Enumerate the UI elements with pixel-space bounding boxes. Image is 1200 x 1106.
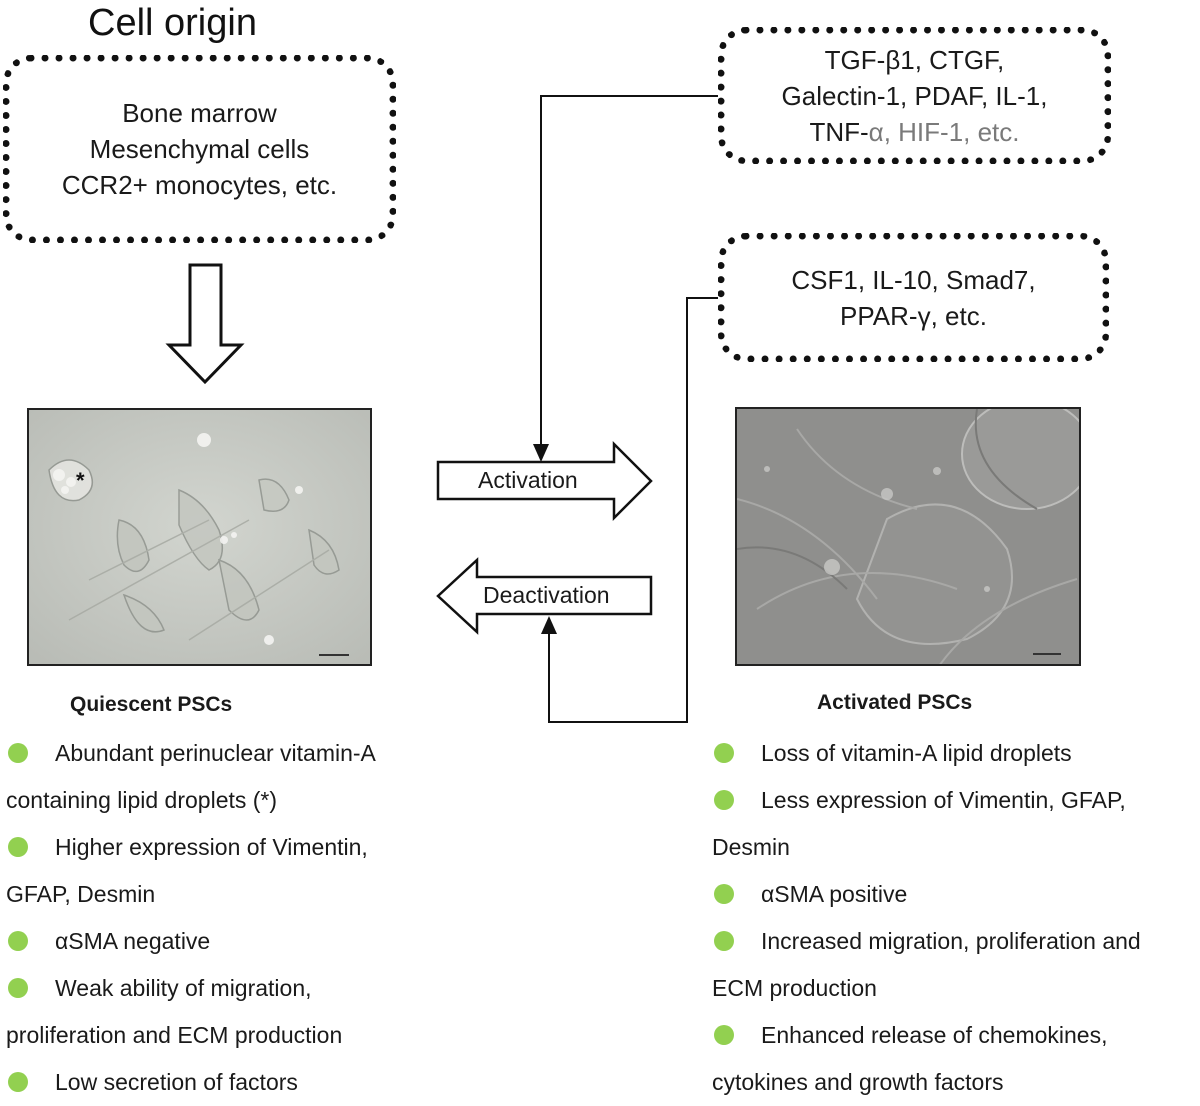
deactivation-arrow-icon — [436, 557, 653, 635]
green-bullet-icon — [714, 931, 734, 951]
deactivation-connector-arrowhead — [541, 616, 557, 634]
cell-origin-box: Bone marrow Mesenchymal cells CCR2+ mono… — [3, 55, 396, 243]
activated-cells-drawing — [737, 409, 1079, 664]
list-item: proliferation and ECM production — [0, 1012, 376, 1059]
list-item: Loss of vitamin-A lipid droplets — [706, 730, 1141, 777]
activation-factor-line: TNF-α, HIF-1, etc. — [782, 114, 1048, 150]
cell-origin-title: Cell origin — [88, 2, 257, 44]
activation-factor-line: TGF-β1, CTGF, — [824, 44, 1005, 75]
deactivation-factors-box: CSF1, IL-10, Smad7, PPAR-γ, etc. — [718, 233, 1109, 362]
feature-text: αSMA positive — [761, 881, 908, 907]
activation-factor-muted: α, HIF-1, etc. — [868, 116, 1020, 147]
feature-text: Increased migration, proliferation and — [761, 928, 1141, 954]
feature-text: Desmin — [712, 834, 790, 860]
green-bullet-icon — [714, 790, 734, 810]
feature-text: Weak ability of migration, — [55, 975, 312, 1001]
quiescent-features-list: Abundant perinuclear vitamin-A containin… — [0, 730, 376, 1106]
green-bullet-icon — [8, 931, 28, 951]
activated-scale-bar — [1033, 653, 1061, 655]
list-item: GFAP, Desmin — [0, 871, 376, 918]
green-bullet-icon — [8, 1072, 28, 1092]
activation-factor-line: Galectin-1, PDAF, IL-1, — [781, 80, 1048, 111]
feature-text: containing lipid droplets (*) — [6, 787, 278, 813]
list-item: cytokines and growth factors — [706, 1059, 1141, 1106]
activation-connector-line — [540, 95, 718, 447]
origin-line: CCR2+ monocytes, etc. — [61, 170, 338, 200]
list-item: Less expression of Vimentin, GFAP, — [706, 777, 1141, 824]
list-item: Enhanced release of chemokines, — [706, 1012, 1141, 1059]
activated-psc-label: Activated PSCs — [817, 691, 973, 714]
quiescent-cells-drawing — [29, 410, 370, 664]
activation-arrow-icon — [436, 440, 653, 522]
quiescent-scale-bar — [319, 654, 349, 656]
lipid-droplet-marker: * — [76, 468, 85, 493]
feature-text: GFAP, Desmin — [6, 881, 156, 907]
feature-text: Higher expression of Vimentin, — [55, 834, 368, 860]
list-item: Increased migration, proliferation and — [706, 918, 1141, 965]
feature-text: Abundant perinuclear vitamin-A — [55, 740, 376, 766]
green-bullet-icon — [714, 743, 734, 763]
green-bullet-icon — [714, 1025, 734, 1045]
list-item: containing lipid droplets (*) — [0, 777, 376, 824]
list-item: ECM production — [706, 965, 1141, 1012]
feature-text: Loss of vitamin-A lipid droplets — [761, 740, 1072, 766]
list-item: Low secretion of factors — [0, 1059, 376, 1106]
activation-label: Activation — [478, 467, 578, 493]
list-item: αSMA negative — [0, 918, 376, 965]
green-bullet-icon — [8, 837, 28, 857]
activated-features-list: Loss of vitamin-A lipid droplets Less ex… — [706, 730, 1141, 1106]
origin-line: Mesenchymal cells — [89, 134, 310, 164]
deactivation-label: Deactivation — [483, 582, 610, 608]
list-item: Desmin — [706, 824, 1141, 871]
activation-connector-arrowhead — [533, 444, 549, 462]
origin-line: Bone marrow — [122, 98, 277, 128]
feature-text: Less expression of Vimentin, GFAP, — [761, 787, 1126, 813]
feature-text: proliferation and ECM production — [6, 1022, 343, 1048]
activated-psc-micrograph — [735, 407, 1081, 666]
feature-text: Low secretion of factors — [55, 1069, 298, 1095]
list-item: Abundant perinuclear vitamin-A — [0, 730, 376, 777]
list-item: Weak ability of migration, — [0, 965, 376, 1012]
feature-text: αSMA negative — [55, 928, 211, 954]
deactivation-connector-line — [548, 297, 718, 723]
green-bullet-icon — [8, 743, 28, 763]
down-arrow-icon — [165, 263, 245, 385]
green-bullet-icon — [8, 978, 28, 998]
list-item: αSMA positive — [706, 871, 1141, 918]
activation-factors-box: TGF-β1, CTGF, Galectin-1, PDAF, IL-1, TN… — [718, 27, 1111, 164]
activation-factor-dark: TNF- — [809, 116, 869, 147]
feature-text: Enhanced release of chemokines, — [761, 1022, 1108, 1048]
feature-text: ECM production — [712, 975, 877, 1001]
feature-text: cytokines and growth factors — [712, 1069, 1004, 1095]
quiescent-psc-micrograph: * — [27, 408, 372, 666]
deactivation-factor-line: PPAR-γ, etc. — [840, 300, 987, 331]
quiescent-psc-label: Quiescent PSCs — [70, 693, 233, 716]
list-item: Higher expression of Vimentin, — [0, 824, 376, 871]
green-bullet-icon — [714, 884, 734, 904]
deactivation-factor-line: CSF1, IL-10, Smad7, — [791, 264, 1036, 295]
